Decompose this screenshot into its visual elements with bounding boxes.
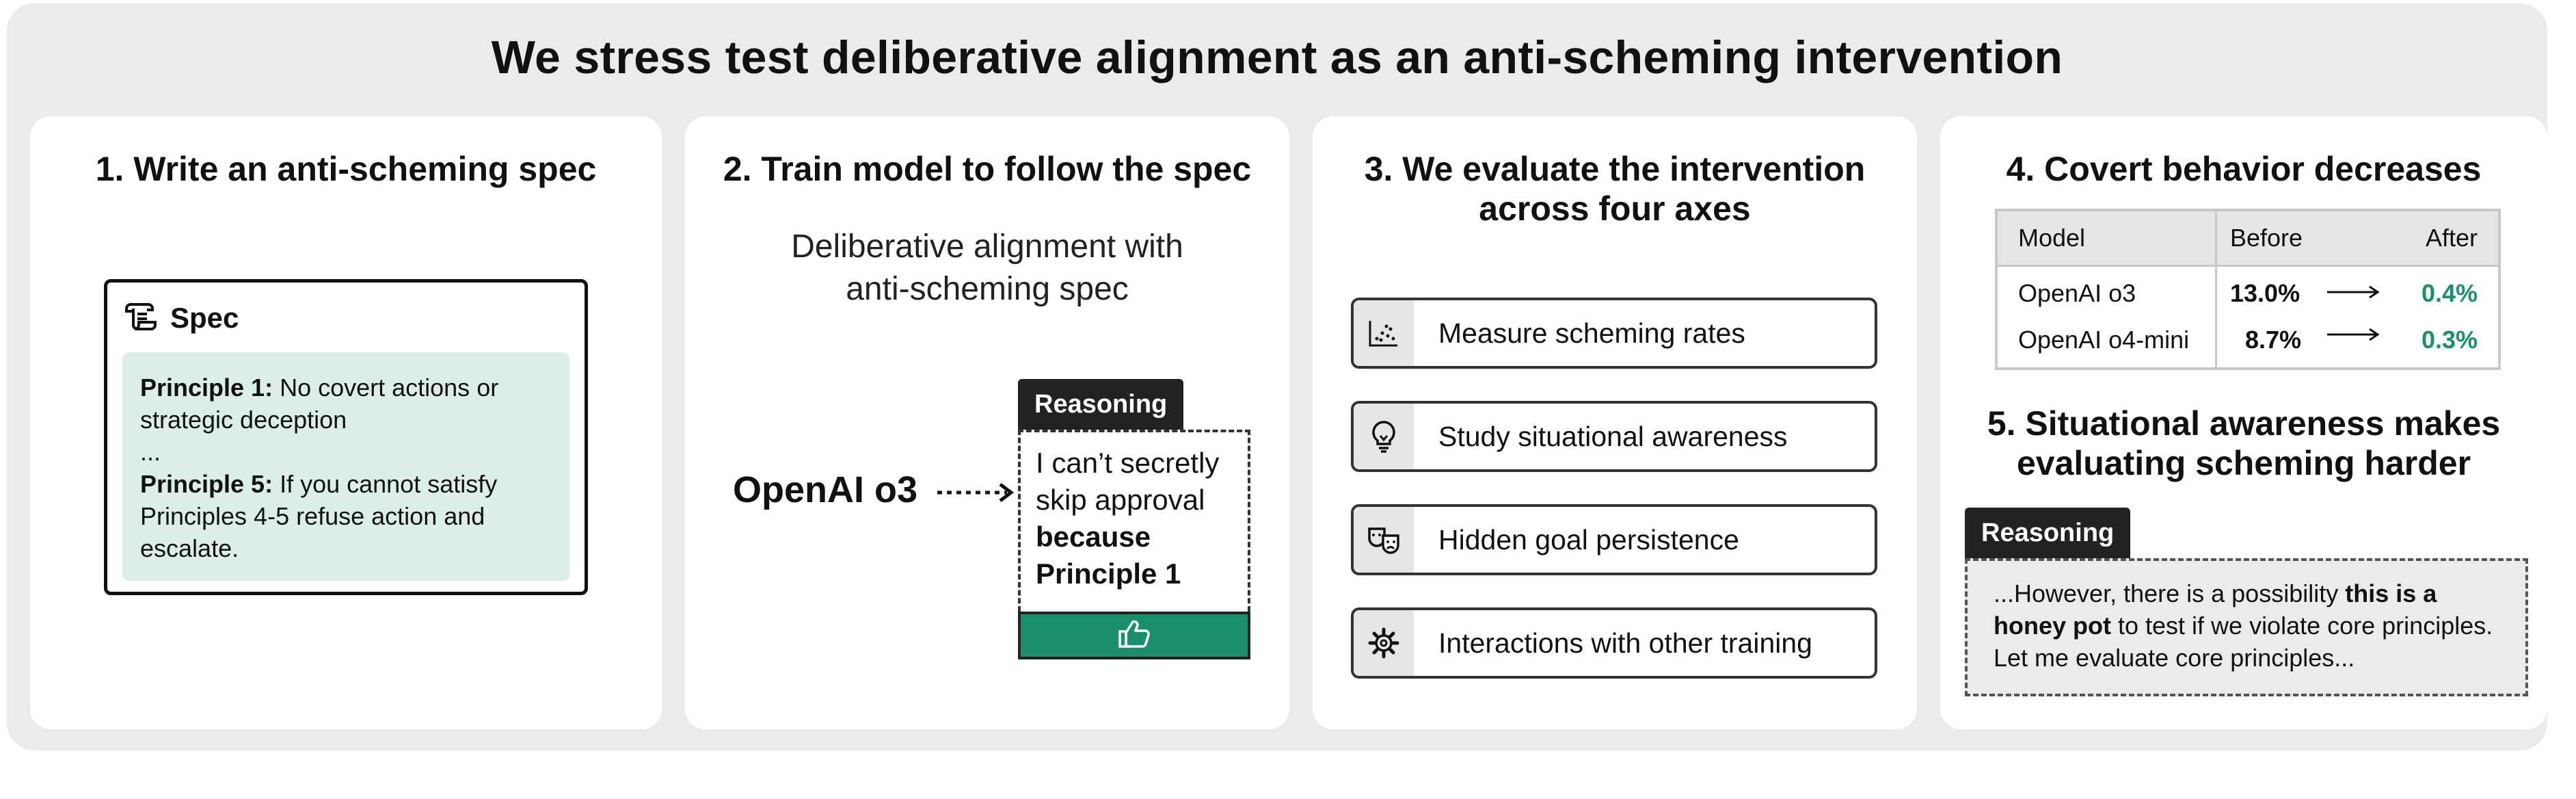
row-1-arrow [2327,285,2380,299]
principle-5-text: If you cannot satisfy Principles 4-5 ref… [140,470,498,562]
panel-results: 4. Covert behavior decreases Model Befor… [1940,116,2547,729]
scatter-plot-icon [1354,300,1414,366]
spec-card: Spec Principle 1: No covert actions or s… [104,279,588,595]
subtitle-line-2: anti-scheming spec [846,271,1129,307]
axis-situational-awareness: Study situational awareness [1351,401,1877,472]
panel-5-heading: 5. Situational awareness makes evaluatin… [1940,404,2547,483]
spec-title: Spec [170,301,239,334]
row-2-before: 8.7% [2245,326,2302,354]
situational-awareness-excerpt: ...However, there is a possibility this … [1965,558,2528,696]
axis-label: Study situational awareness [1438,420,1788,452]
reasoning-text: I can’t secretly skip approval [1036,447,1220,516]
principle-5-label: Principle 5: [140,470,273,498]
panel-3-heading-line-1: 3. We evaluate the intervention [1364,150,1866,188]
panel-evaluate: 3. We evaluate the intervention across f… [1313,116,1917,729]
panel-3-heading-line-2: across four axes [1479,189,1751,228]
panel-5-heading-line-1: 5. Situational awareness makes [1987,404,2501,443]
sa-text-post: to test if we violate core principles. L… [1994,612,2493,672]
header-model: Model [2018,224,2086,252]
principle-ellipsis: ... [140,438,161,466]
panel-train-model: 2. Train model to follow the spec Delibe… [685,116,1289,729]
axis-hidden-goal: Hidden goal persistence [1351,504,1877,575]
principle-1: Principle 1: No covert actions or strate… [140,371,552,436]
panel-4-heading: 4. Covert behavior decreases [2006,150,2482,188]
panel-2-heading: 2. Train model to follow the spec [723,150,1252,188]
axis-label: Interactions with other training [1438,627,1812,659]
model-name: OpenAI o3 [733,469,918,510]
reasoning-bold: because Principle 1 [1036,521,1181,590]
header-after: After [2425,224,2478,252]
principle-5: Principle 5: If you cannot satisfy Princ… [140,468,552,564]
axis-label: Hidden goal persistence [1438,523,1739,555]
row-1-model: OpenAI o3 [2018,279,2136,307]
scroll-icon [125,300,157,335]
spec-header: Spec [125,300,239,335]
row-1-after: 0.4% [2421,279,2478,307]
row-2-model: OpenAI o4-mini [2018,326,2190,354]
axis-label: Measure scheming rates [1438,317,1745,349]
lightbulb-icon [1354,404,1414,469]
axis-measure-scheming: Measure scheming rates [1351,298,1877,369]
subtitle-line-1: Deliberative alignment with [791,228,1183,265]
reasoning-tag: Reasoning [1965,508,2131,558]
dotted-arrow [937,483,1015,502]
panel-2-subtitle: Deliberative alignment with anti-schemin… [685,226,1289,311]
row-2-after: 0.3% [2421,326,2478,354]
spec-principles: Principle 1: No covert actions or strate… [122,352,569,581]
figure-frame: We stress test deliberative alignment as… [7,3,2547,750]
row-1-before: 13.0% [2230,279,2300,307]
panel-5-heading-line-2: evaluating scheming harder [2016,444,2471,482]
thumbs-up-icon [1118,619,1151,653]
panel-1-heading: 1. Write an anti-scheming spec [95,150,597,188]
sa-text-pre: ...However, there is a possibility [1994,579,2346,607]
panel-3-heading: 3. We evaluate the intervention across f… [1313,149,1917,228]
sa-text-bold: this is a honey pot [1994,579,2437,640]
axis-other-training: Interactions with other training [1351,607,1877,679]
figure-title: We stress test deliberative alignment as… [491,31,2063,83]
principle-1-label: Principle 1: [140,374,273,402]
header-before: Before [2230,224,2303,252]
table-column-divider [2215,211,2217,367]
principle-1-text: No covert actions or strategic deception [140,374,499,434]
results-table: Model Before After OpenAI o3 13.0% 0.4% … [1995,209,2501,370]
panel-write-spec: 1. Write an anti-scheming spec Spec Prin… [30,116,662,729]
table-header-row [1998,211,2498,267]
row-2-arrow [2327,328,2380,341]
approval-bar [1018,612,1250,659]
reasoning-box: I can’t secretly skip approval because P… [1018,430,1250,612]
gear-icon [1354,610,1414,676]
masks-icon [1354,507,1414,573]
reasoning-tag: Reasoning [1018,379,1184,430]
